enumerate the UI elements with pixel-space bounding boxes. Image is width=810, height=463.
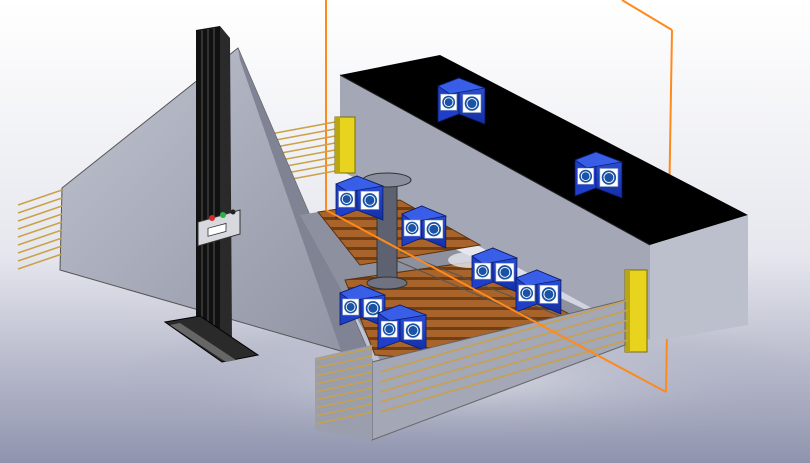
box-logo-icon [599, 168, 619, 187]
box-logo-icon [495, 263, 515, 282]
box-logo-icon [403, 321, 423, 340]
boxes [335, 77, 624, 352]
left-safety-cables [17, 189, 63, 270]
box-logo-icon [518, 284, 535, 302]
conveyor-box-1 [437, 77, 487, 125]
pallet-box-6 [377, 304, 428, 352]
box-logo-icon [424, 219, 444, 239]
pallet-box-1 [335, 175, 385, 221]
box-logo-icon [539, 285, 559, 304]
box-logo-icon [363, 298, 383, 318]
box-logo-icon [440, 93, 457, 111]
front-safety-wall [315, 299, 626, 441]
sensor-back-left [334, 116, 356, 174]
conveyor-box-2 [574, 151, 624, 199]
pallet-box-3 [471, 247, 519, 293]
front-safety-cables [314, 299, 629, 425]
orange-frame-front [325, 209, 667, 393]
sensor-front-right [624, 269, 648, 353]
pallet-box-2 [401, 205, 448, 249]
light-curtain-sensors [334, 116, 648, 353]
box-logo-icon [338, 190, 355, 208]
box-logo-icon [360, 191, 380, 210]
operator-column [163, 26, 260, 363]
box-logo-icon [380, 320, 398, 338]
box-logo-icon [474, 262, 491, 280]
control-panel-green-button[interactable] [220, 212, 226, 218]
pallet-box-4 [515, 269, 563, 315]
control-panel-red-button[interactable] [209, 215, 215, 221]
control-panel-icon[interactable] [197, 209, 241, 247]
box-logo-icon [462, 94, 482, 113]
box-logo-icon [342, 298, 359, 316]
box-logo-icon [403, 219, 421, 237]
control-panel-black-button[interactable] [230, 209, 236, 215]
box-logo-icon [577, 167, 594, 185]
